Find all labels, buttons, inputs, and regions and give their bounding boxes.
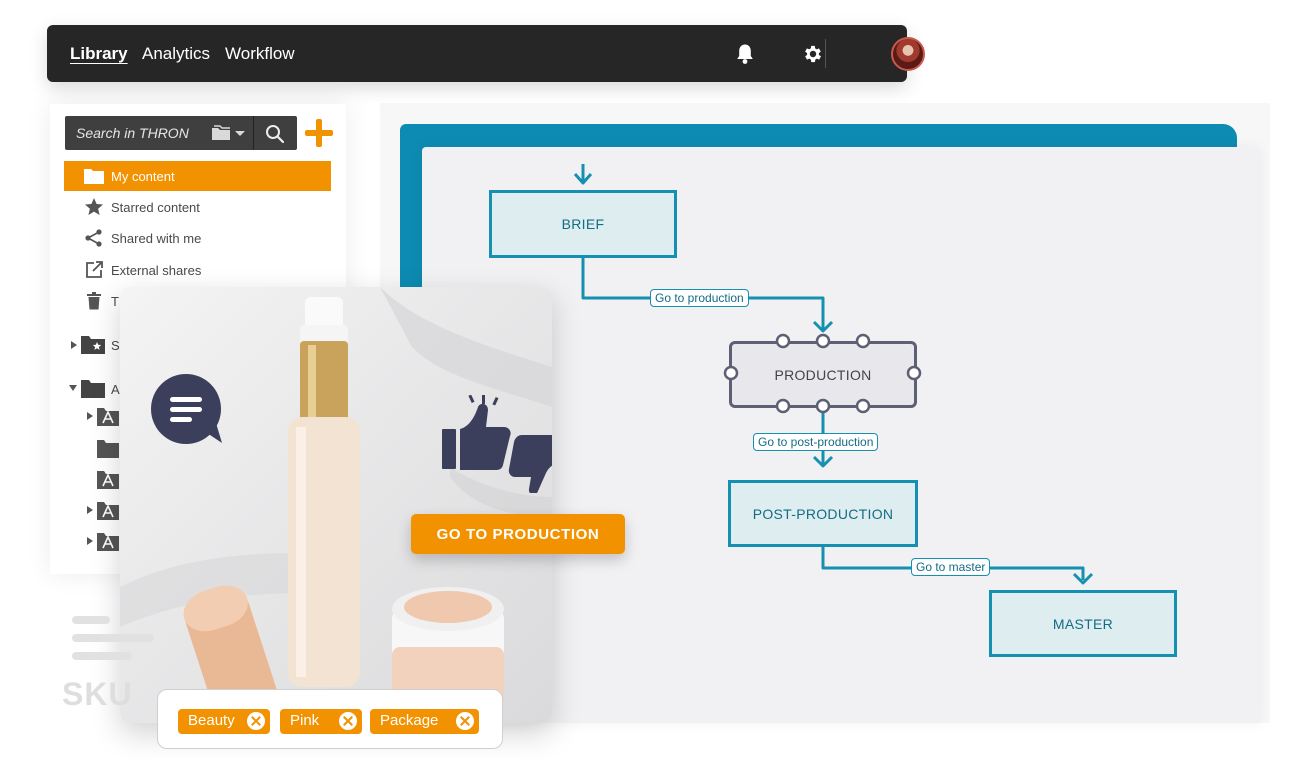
node-master[interactable]: MASTER <box>989 590 1177 657</box>
comment-icon[interactable] <box>150 373 226 447</box>
external-link-icon <box>86 261 103 278</box>
expand-caret[interactable] <box>71 341 77 349</box>
top-navbar: Library Analytics Workflow <box>47 25 925 82</box>
search-input[interactable]: Search in THRON <box>76 125 189 141</box>
menu-my-content[interactable]: My content <box>64 161 331 191</box>
node-handles[interactable] <box>720 332 925 417</box>
search-box[interactable]: Search in THRON <box>65 116 297 150</box>
search-icon[interactable] <box>265 124 285 144</box>
tag-beauty[interactable]: Beauty <box>178 709 270 734</box>
tree-item-label[interactable]: S <box>111 338 120 353</box>
add-icon[interactable] <box>303 116 335 150</box>
edge-label-to-master[interactable]: Go to master <box>911 558 991 576</box>
gear-icon[interactable] <box>802 43 824 65</box>
bell-icon[interactable] <box>735 43 755 65</box>
asset-folder-icon[interactable] <box>97 500 119 520</box>
node-post-production[interactable]: POST-PRODUCTION <box>728 480 918 547</box>
sku-lines-icon <box>72 616 154 660</box>
tag-list: Beauty Pink Package <box>157 689 503 749</box>
menu-starred-content[interactable]: Starred content <box>64 192 331 222</box>
nav-library[interactable]: Library <box>70 44 128 63</box>
remove-tag-icon[interactable] <box>247 712 265 730</box>
folder-filter-icon[interactable] <box>211 125 245 141</box>
share-icon <box>85 229 102 247</box>
node-brief[interactable]: BRIEF <box>489 190 677 258</box>
edge-label-to-production[interactable]: Go to production <box>650 289 749 307</box>
folder-icon[interactable] <box>81 378 105 398</box>
trash-icon <box>87 292 101 310</box>
tag-pink[interactable]: Pink <box>280 709 362 734</box>
menu-external-shares[interactable]: External shares <box>64 255 331 285</box>
search-divider <box>253 116 254 150</box>
go-to-production-button[interactable]: GO TO PRODUCTION <box>411 514 625 554</box>
cosmetics-product-image <box>120 287 552 723</box>
collapse-caret[interactable] <box>69 385 77 391</box>
expand-caret[interactable] <box>87 537 93 545</box>
menu-label: My content <box>111 169 175 184</box>
product-image-card[interactable] <box>120 287 552 723</box>
menu-label: Starred content <box>111 200 200 215</box>
tree-item-label[interactable]: A <box>111 382 120 397</box>
starred-folder-icon[interactable] <box>81 334 105 354</box>
remove-tag-icon[interactable] <box>456 712 474 730</box>
asset-folder-icon[interactable] <box>97 531 119 551</box>
asset-folder-icon[interactable] <box>97 406 119 426</box>
asset-folder-icon[interactable] <box>97 469 119 489</box>
thumbs-up-down-icon[interactable] <box>442 395 552 493</box>
star-icon <box>85 198 103 215</box>
tag-label: Package <box>380 712 439 729</box>
expand-caret[interactable] <box>87 412 93 420</box>
menu-trash[interactable]: T <box>64 286 331 316</box>
menu-shared-with-me[interactable]: Shared with me <box>64 223 331 253</box>
menu-label: T <box>111 294 119 309</box>
avatar[interactable] <box>891 37 925 71</box>
tag-package[interactable]: Package <box>370 709 479 734</box>
nav-analytics[interactable]: Analytics <box>142 44 211 63</box>
folder-icon[interactable] <box>97 438 119 458</box>
tag-label: Pink <box>290 712 320 729</box>
expand-caret[interactable] <box>87 506 93 514</box>
sku-watermark: SKU <box>62 676 133 712</box>
edge-label-to-post-production[interactable]: Go to post-production <box>753 433 879 451</box>
folder-icon <box>84 169 104 184</box>
navbar-divider <box>825 39 826 68</box>
remove-tag-icon[interactable] <box>339 712 357 730</box>
menu-label: Shared with me <box>111 231 202 246</box>
nav-workflow[interactable]: Workflow <box>225 44 295 63</box>
menu-label: External shares <box>111 263 202 278</box>
tag-label: Beauty <box>188 712 235 729</box>
